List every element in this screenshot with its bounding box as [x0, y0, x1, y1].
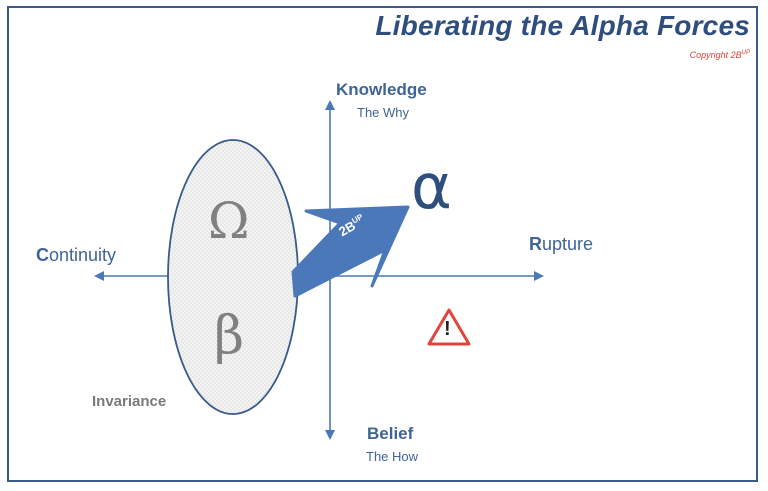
warning-icon-glyph: !: [444, 318, 451, 340]
axis-label-rupture: Rupture: [529, 234, 593, 255]
warning-triangle: [427, 308, 471, 346]
invariance-ellipse: [167, 139, 299, 415]
axis-sublabel-why: The Why: [357, 105, 410, 120]
alpha-arrow: [291, 205, 410, 298]
axis-arrowhead-right: [534, 271, 544, 281]
diagram-title: Liberating the Alpha Forces: [375, 10, 750, 41]
copyright-note: Copyright 2BUP: [690, 50, 750, 60]
axis-label-continuity: Continuity: [36, 245, 116, 266]
omega-symbol: Ω: [208, 192, 250, 250]
axis-sublabel-how: The How: [366, 449, 419, 464]
beta-symbol: β: [214, 306, 245, 366]
continuity-initial: C: [36, 245, 49, 265]
alpha-symbol: α: [411, 150, 452, 223]
axis-arrowhead-left: [94, 271, 104, 281]
rupture-initial: R: [529, 234, 542, 254]
invariance-caption: Invariance: [92, 393, 167, 410]
continuity-rest: ontinuity: [49, 245, 117, 265]
copyright-sup: UP: [741, 50, 750, 56]
axis-label-knowledge: Knowledge: [336, 80, 427, 99]
axis-arrowhead-top: [325, 100, 335, 110]
axis-label-belief: Belief: [367, 424, 414, 443]
rupture-rest: upture: [542, 234, 594, 254]
copyright-text: Copyright 2B: [689, 50, 742, 60]
axis-arrowhead-bottom: [325, 430, 335, 440]
